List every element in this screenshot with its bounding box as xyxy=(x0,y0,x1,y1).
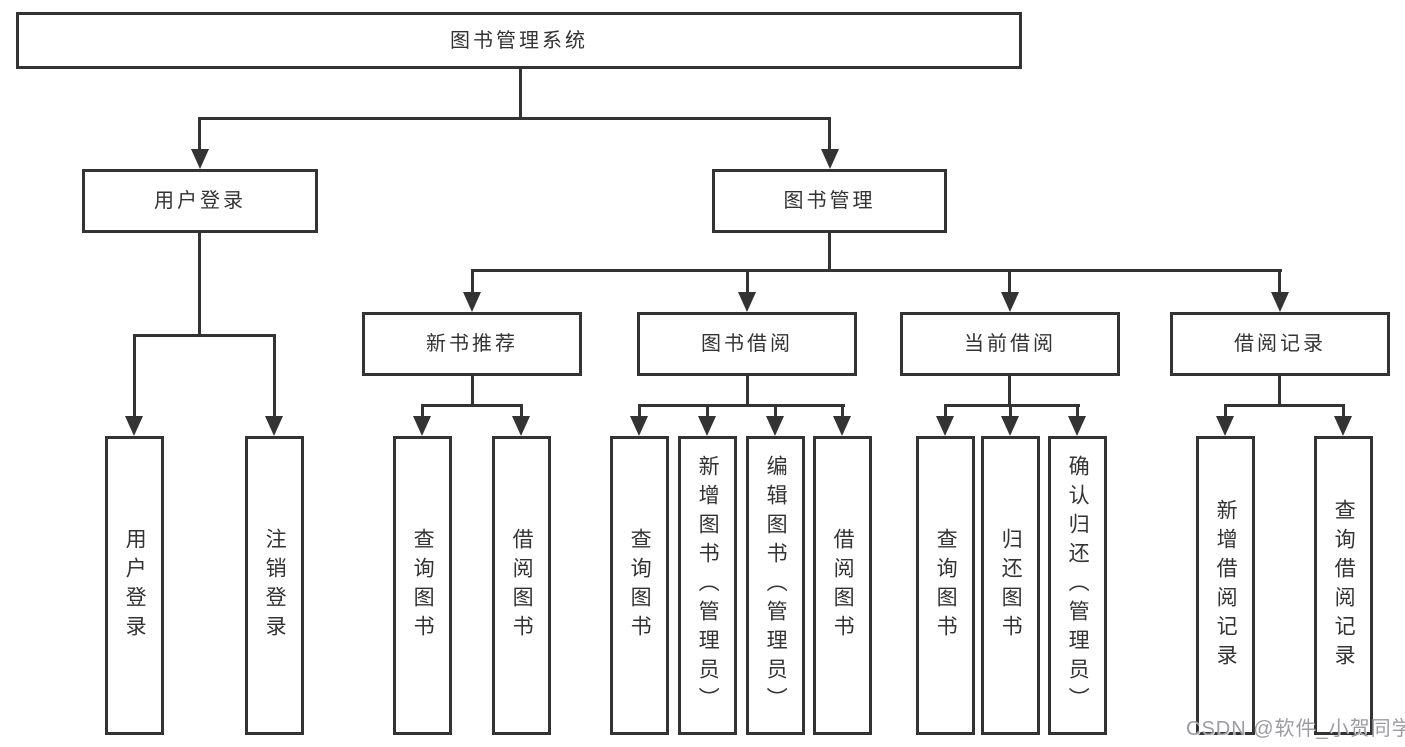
connector-line xyxy=(273,334,276,420)
connector-line xyxy=(1008,376,1011,407)
arrow-down-icon xyxy=(265,416,283,436)
connector-line xyxy=(1342,404,1345,419)
leaf-add-books-admin: 新增图书（管理员） xyxy=(678,436,737,735)
arrow-down-icon xyxy=(936,416,954,436)
connector-line xyxy=(828,233,831,272)
connector-line xyxy=(421,404,523,407)
connector-line xyxy=(471,269,1282,272)
leaf-return-books: 归还图书 xyxy=(981,436,1040,735)
connector-line xyxy=(1224,404,1345,407)
connector-line xyxy=(944,404,947,419)
leaf-borrow-books: 借阅图书 xyxy=(813,436,872,735)
leaf-user-login: 用户登录 xyxy=(105,436,164,735)
leaf-borrow-books-recommend: 借阅图书 xyxy=(492,436,551,735)
connector-line xyxy=(638,404,845,407)
connector-line xyxy=(519,69,522,119)
arrow-down-icon xyxy=(821,149,839,169)
leaf-query-books-borrow: 查询图书 xyxy=(610,436,669,735)
csdn-watermark: CSDN @软件_小贺同学 xyxy=(1186,718,1405,740)
connector-line xyxy=(520,404,523,419)
arrow-down-icon xyxy=(833,416,851,436)
arrow-down-icon xyxy=(1001,292,1019,312)
node-user-login-branch: 用户登录 xyxy=(82,169,318,233)
leaf-confirm-return-admin: 确认归还（管理员） xyxy=(1048,436,1107,735)
arrow-down-icon xyxy=(1068,416,1086,436)
arrow-down-icon xyxy=(512,416,530,436)
connector-line xyxy=(1008,269,1011,296)
arrow-down-icon xyxy=(191,149,209,169)
connector-line xyxy=(198,117,201,153)
arrow-down-icon xyxy=(1001,416,1019,436)
node-book-borrowing: 图书借阅 xyxy=(637,312,857,376)
leaf-query-borrow-record: 查询借阅记录 xyxy=(1314,436,1373,735)
leaf-query-books-current: 查询图书 xyxy=(916,436,975,735)
leaf-add-borrow-record: 新增借阅记录 xyxy=(1196,436,1255,735)
connector-line xyxy=(1224,404,1227,419)
arrow-down-icon xyxy=(1271,292,1289,312)
arrow-down-icon xyxy=(630,416,648,436)
connector-line xyxy=(1009,404,1012,419)
arrow-down-icon xyxy=(698,416,716,436)
connector-line xyxy=(133,334,136,420)
arrow-down-icon xyxy=(766,416,784,436)
connector-line xyxy=(471,269,474,296)
arrow-down-icon xyxy=(125,416,143,436)
leaf-logout: 注销登录 xyxy=(245,436,304,735)
arrow-down-icon xyxy=(738,292,756,312)
arrow-down-icon xyxy=(1216,416,1234,436)
arrow-down-icon xyxy=(413,416,431,436)
node-current-borrowing: 当前借阅 xyxy=(900,312,1120,376)
connector-line xyxy=(638,404,641,419)
arrow-down-icon xyxy=(1334,416,1352,436)
connector-line xyxy=(1278,376,1281,407)
connector-line xyxy=(774,404,777,419)
leaf-edit-books-admin: 编辑图书（管理员） xyxy=(746,436,805,735)
node-book-management-branch: 图书管理 xyxy=(712,169,947,233)
connector-line xyxy=(944,404,1080,407)
connector-line xyxy=(198,233,201,337)
arrow-down-icon xyxy=(463,292,481,312)
connector-line xyxy=(841,404,844,419)
leaf-query-books-recommend: 查询图书 xyxy=(393,436,452,735)
connector-line xyxy=(706,404,709,419)
connector-line xyxy=(421,404,424,419)
connector-line xyxy=(1278,269,1281,296)
connector-line xyxy=(133,334,276,337)
connector-line xyxy=(828,117,831,153)
connector-line xyxy=(746,269,749,296)
connector-line xyxy=(746,376,749,407)
connector-line xyxy=(471,376,474,407)
connector-line xyxy=(1076,404,1079,419)
node-borrowing-records: 借阅记录 xyxy=(1170,312,1390,376)
node-root-library-system: 图书管理系统 xyxy=(16,12,1022,69)
connector-line xyxy=(198,117,831,120)
node-new-book-recommendation: 新书推荐 xyxy=(362,312,582,376)
